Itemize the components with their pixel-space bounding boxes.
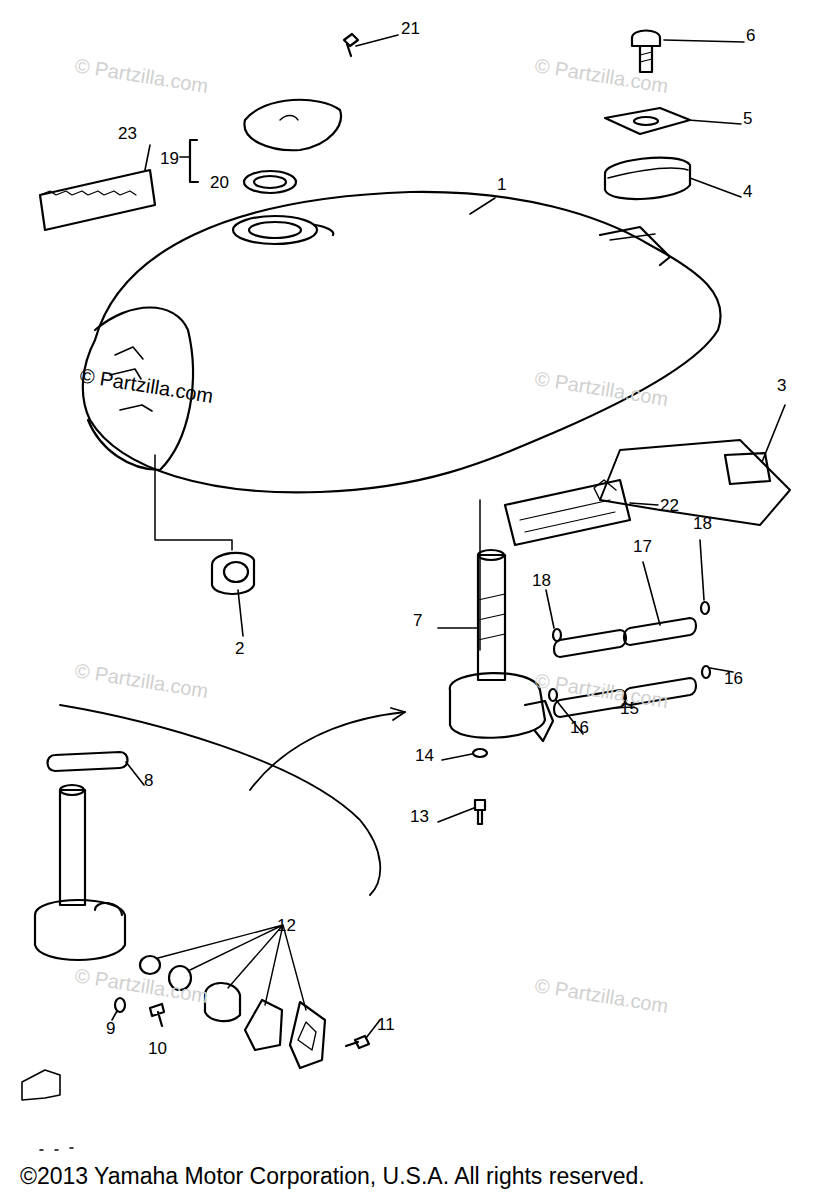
callout-number: 10: [148, 1040, 167, 1057]
callout-number: 13: [410, 808, 429, 825]
callout-number: 7: [413, 612, 422, 629]
watermark: © Partzilla.com: [533, 975, 669, 1016]
callout-number: 11: [377, 1016, 395, 1033]
callout-number: 8: [144, 772, 153, 789]
watermark: © Partzilla.com: [73, 660, 209, 701]
callout-number: 6: [746, 27, 755, 44]
callout-number: 19: [160, 150, 179, 167]
callout-number: 18: [693, 515, 712, 532]
callout-number: 23: [118, 125, 137, 142]
callout-number: 16: [570, 719, 589, 736]
watermark: © Partzilla.com: [78, 365, 214, 406]
callout-number: 22: [660, 497, 679, 514]
watermark: © Partzilla.com: [533, 368, 669, 409]
watermark: © Partzilla.com: [73, 55, 209, 96]
callout-number: 5: [743, 110, 752, 127]
callout-number: 18: [532, 572, 551, 589]
callout-number: 16: [724, 670, 743, 687]
callout-number: 2: [235, 640, 244, 657]
callout-number: 9: [106, 1020, 115, 1037]
callout-number: 21: [401, 20, 420, 37]
callout-number: 1: [497, 176, 506, 193]
callout-number: 4: [743, 183, 752, 200]
callout-number: 20: [210, 174, 229, 191]
callout-number: 14: [415, 747, 434, 764]
watermark: © Partzilla.com: [533, 55, 669, 96]
callout-number: 3: [777, 377, 786, 394]
callout-number: 17: [633, 538, 652, 555]
callout-number: 12: [277, 917, 296, 934]
copyright-notice: ©2013 Yamaha Motor Corporation, U.S.A. A…: [20, 1165, 645, 1188]
